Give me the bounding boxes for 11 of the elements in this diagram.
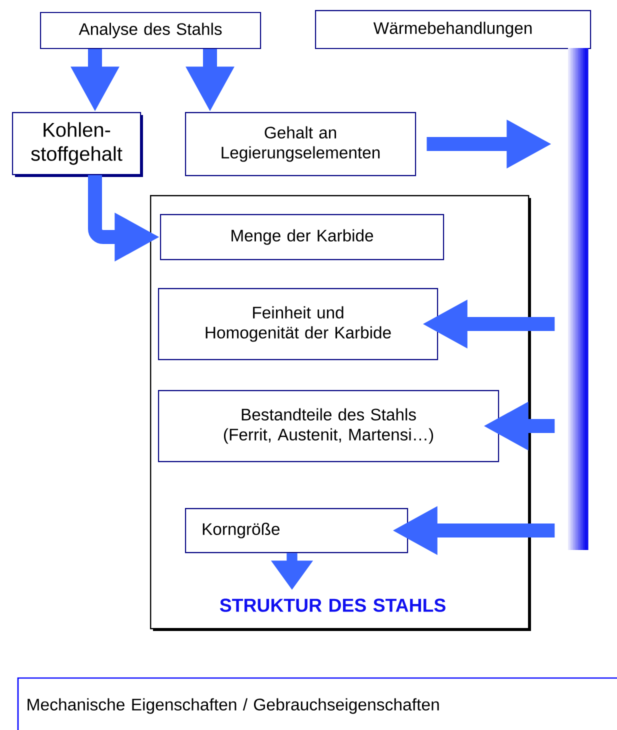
text-box: Mechanische Eigenschaften / Gebrauchseigenschaften bbox=[17, 677, 617, 730]
process-box: Menge der Karbide bbox=[160, 214, 444, 260]
process-box: Kohlen- stoffgehalt bbox=[12, 112, 143, 177]
gradient-bar bbox=[568, 48, 588, 550]
process-box: Wärmebehandlungen bbox=[315, 10, 592, 50]
process-box: Feinheit und Homogenität der Karbide bbox=[158, 288, 438, 360]
heading-text: STRUKTUR DES STAHLS bbox=[220, 598, 446, 612]
process-box: Analyse des Stahls bbox=[40, 12, 262, 50]
process-box: Gehalt an Legierungselementen bbox=[185, 112, 416, 176]
process-box: Bestandteile des Stahls (Ferrit, Austenit, Martensi…) bbox=[158, 390, 500, 462]
process-box: Korngröße bbox=[185, 508, 408, 554]
